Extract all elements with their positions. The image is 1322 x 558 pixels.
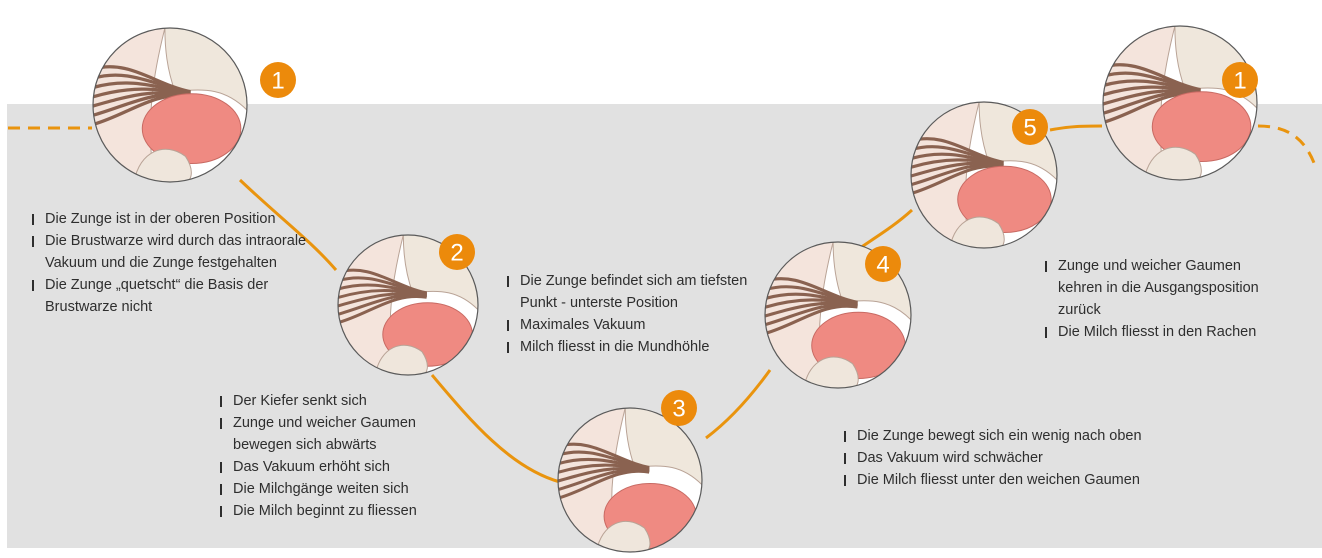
stage-3-point: Maximales Vakuum	[505, 314, 750, 336]
stage-illustration: 1	[93, 28, 296, 182]
stage-3-point: Milch fliesst in die Mundhöhle	[505, 336, 750, 358]
stage-badge: 1	[1222, 62, 1258, 98]
stage-illustration: 5	[911, 102, 1057, 248]
stage-number: 5	[1023, 115, 1036, 142]
stage-2-notes: Der Kiefer senkt sich Zunge und weicher …	[218, 390, 468, 522]
stage-2-point: Die Milchgänge weiten sich	[218, 478, 468, 500]
stage-badge: 2	[439, 234, 475, 270]
stage-4-notes: Die Zunge bewegt sich ein wenig nach obe…	[842, 425, 1222, 491]
stage-badge: 5	[1012, 109, 1048, 145]
stage-2-point: Die Milch beginnt zu fliessen	[218, 500, 468, 522]
stage-1-notes: Die Zunge ist in der oberen Position Die…	[30, 208, 320, 318]
stage-number: 1	[1233, 68, 1246, 95]
path-segment-5-1	[1050, 126, 1102, 130]
stage-illustration: 1	[1103, 26, 1258, 180]
stage-2-point: Zunge und weicher Gaumen bewegen sich ab…	[218, 412, 468, 456]
stage-4-point: Das Vakuum wird schwächer	[842, 447, 1222, 469]
stage-badge: 3	[661, 390, 697, 426]
stage-number: 4	[876, 252, 889, 279]
stage-5-point: Die Milch fliesst in den Rachen	[1043, 321, 1278, 343]
stage-3-point: Die Zunge befindet sich am tiefsten Punk…	[505, 270, 750, 314]
stage-illustration: 3	[558, 390, 702, 552]
stage-illustration: 4	[765, 242, 911, 388]
stage-5-notes: Zunge und weicher Gaumen kehren in die A…	[1043, 255, 1278, 343]
stage-4-point: Die Zunge bewegt sich ein wenig nach obe…	[842, 425, 1222, 447]
stage-2-point: Der Kiefer senkt sich	[218, 390, 468, 412]
path-lead-out	[1258, 126, 1316, 168]
stage-4-point: Die Milch fliesst unter den weichen Gaum…	[842, 469, 1222, 491]
stage-2-point: Das Vakuum erhöht sich	[218, 456, 468, 478]
stage-illustration: 2	[338, 234, 478, 375]
stage-1-point: Die Zunge „quetscht“ die Basis der Brust…	[30, 274, 320, 318]
stage-1-point: Die Brustwarze wird durch das intraorale…	[30, 230, 320, 274]
stage-3-notes: Die Zunge befindet sich am tiefsten Punk…	[505, 270, 750, 358]
stage-number: 3	[672, 396, 685, 423]
stage-number: 1	[271, 68, 284, 95]
path-segment-3-4	[706, 370, 770, 438]
stage-number: 2	[450, 240, 463, 267]
stage-badge: 4	[865, 246, 901, 282]
stage-1-point: Die Zunge ist in der oberen Position	[30, 208, 320, 230]
stage-badge: 1	[260, 62, 296, 98]
stage-5-point: Zunge und weicher Gaumen kehren in die A…	[1043, 255, 1278, 321]
